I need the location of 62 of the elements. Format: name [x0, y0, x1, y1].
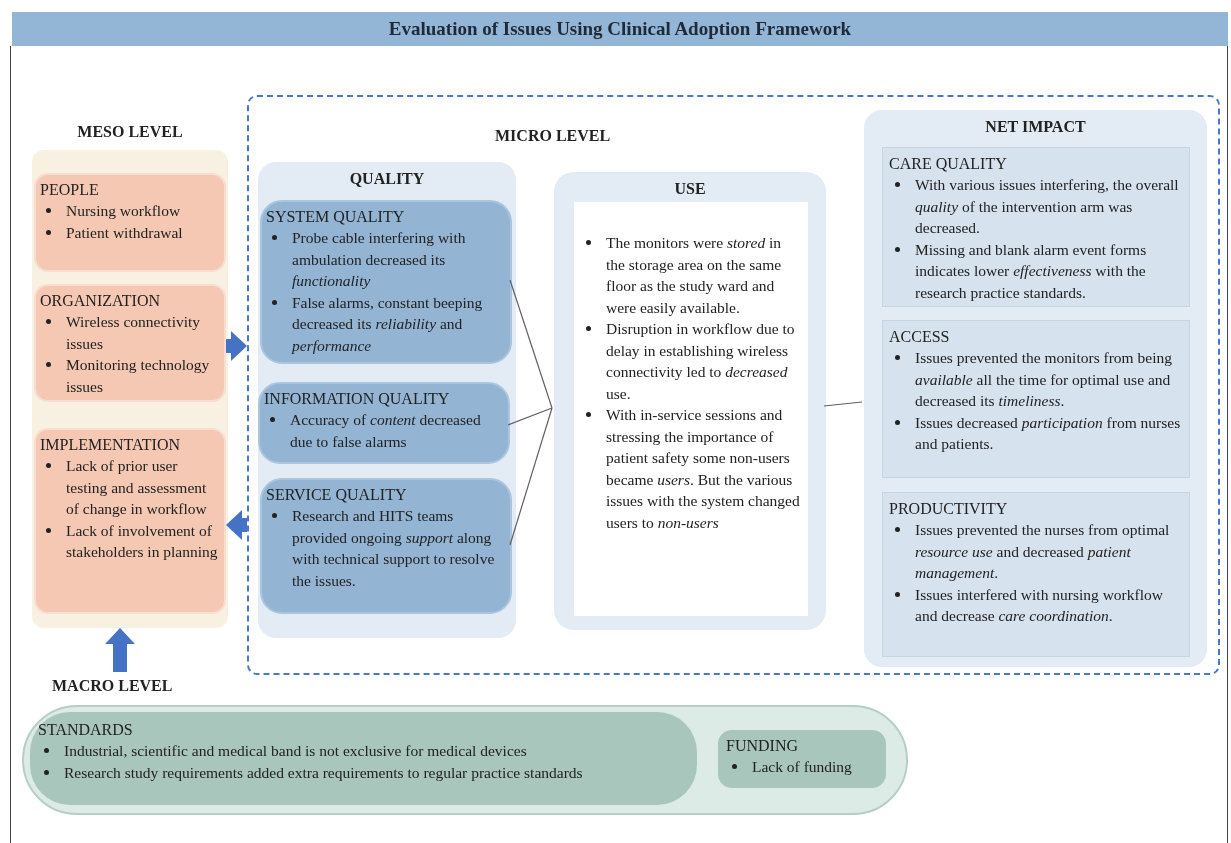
bullet-text: Research study requirements added extra requirements to regular practice standards	[38, 761, 691, 783]
level-heading: MICRO LEVEL	[495, 127, 611, 145]
box-heading: SERVICE QUALITY	[266, 485, 408, 505]
level-heading: USE	[673, 179, 707, 198]
bullet-text: Missing and blank alarm event forms indicates lower effectiveness with the research practice standards.	[889, 238, 1183, 303]
bullet-text: Issues interfered with nursing workflow and decrease care coordination.	[889, 583, 1183, 627]
bullet-text: With in-service sessions and stressing the importance of patient safety some non-users became users. But the various issues with the system changed users to non-users	[580, 404, 802, 533]
title-banner: Evaluation of Issues Using Clinical Adoption Framework	[12, 12, 1228, 46]
bullet-text: Issues decreased participation from nurses and patients.	[889, 411, 1183, 455]
box-heading: ORGANIZATION	[40, 291, 161, 311]
bullet-text: Probe cable interfering with ambulation decreased its functionality	[266, 227, 506, 292]
bullet-text: Disruption in workflow due to delay in establishing wireless connectivity led to decreased use.	[580, 318, 802, 404]
category-box	[258, 382, 510, 464]
bullet-text: Monitoring technology issues	[40, 354, 220, 397]
box-heading: PRODUCTIVITY	[889, 499, 1009, 519]
bullet-text: Lack of involvement of stakeholders in planning	[40, 519, 220, 563]
category-box	[34, 173, 226, 272]
level-heading: QUALITY	[348, 169, 426, 188]
category-box	[882, 492, 1190, 657]
bullet-text: Industrial, scientific and medical band is not exclusive for medical devices	[38, 740, 691, 762]
bullet-text: Lack of prior user testing and assessment of change in workflow	[40, 455, 220, 520]
box-heading: ACCESS	[889, 327, 951, 347]
bullet-text: The monitors were stored in the storage area on the same floor as the study ward and were easily available.	[580, 232, 802, 318]
bullet-text: Nursing workflow	[40, 200, 220, 222]
category-box	[882, 147, 1190, 307]
box-heading: IMPLEMENTATION	[40, 435, 182, 455]
level-heading: MACRO LEVEL	[51, 676, 174, 696]
box-heading: CARE QUALITY	[889, 154, 1008, 174]
block-arrow	[226, 331, 247, 361]
box-heading: SYSTEM QUALITY	[266, 207, 406, 227]
connector-line	[823, 401, 863, 407]
box-heading: PEOPLE	[40, 180, 100, 200]
category-box	[34, 284, 226, 402]
bullet-text: Issues prevented the monitors from being available all the time for optimal use and decreased its timeliness.	[889, 347, 1183, 412]
bullet-text: False alarms, constant beeping decreased its reliability and performance	[266, 291, 506, 356]
bullet-text: Research and HITS teams provided ongoing support along with technical support to resolve the issues.	[266, 505, 506, 591]
level-heading: MESO LEVEL	[76, 122, 184, 142]
group-panel	[864, 110, 1207, 667]
bullet-text: Issues prevented the nurses from optimal resource use and decreased patient management.	[889, 519, 1183, 584]
connector-line	[509, 407, 553, 546]
connector-line	[509, 279, 553, 409]
dashed-boundary	[247, 95, 1220, 675]
group-panel	[258, 162, 516, 638]
bullet-text: Wireless connectivity issues	[40, 311, 220, 354]
category-box	[882, 320, 1190, 478]
group-panel	[554, 172, 826, 630]
connector-line	[507, 407, 553, 426]
category-box	[260, 478, 512, 614]
box-heading: STANDARDS	[38, 720, 134, 740]
category-box	[30, 712, 697, 805]
block-arrow	[105, 628, 135, 672]
bullet-text: Patient withdrawal	[40, 221, 220, 243]
box-heading: INFORMATION QUALITY	[264, 389, 451, 409]
category-box	[260, 200, 512, 364]
block-arrow	[226, 510, 247, 540]
level-heading: NET IMPACT	[984, 117, 1087, 136]
category-box	[34, 428, 226, 614]
category-box	[718, 730, 886, 788]
bullet-text: Accuracy of content decreased due to false alarms	[264, 409, 504, 452]
bullet-text: Lack of funding	[726, 756, 880, 778]
box-heading: FUNDING	[726, 736, 799, 756]
bullet-text: With various issues interfering, the overall quality of the intervention arm was decreased.	[889, 174, 1183, 239]
